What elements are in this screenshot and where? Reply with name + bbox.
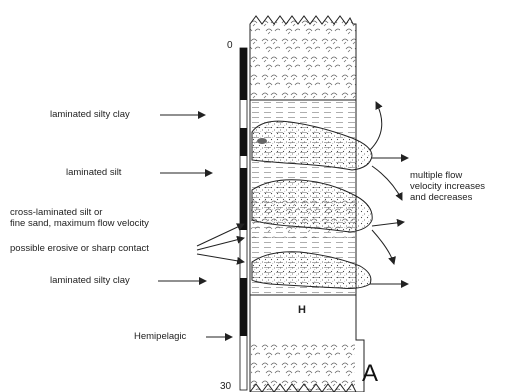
erosive-contact-label: possible erosive or sharp contact	[10, 243, 149, 254]
label-arrows	[158, 115, 244, 337]
unit-h-label: H	[298, 304, 306, 316]
flow-label-line3: and decreases	[410, 192, 472, 203]
panel-letter: A	[362, 360, 378, 388]
laminated-silt-label: laminated silt	[66, 167, 121, 178]
cross-laminated-label-line2: fine sand, maximum flow velocity	[10, 218, 149, 229]
laminated-silty-clay-label-2: laminated silty clay	[50, 275, 130, 286]
flow-label-line1: multiple flow	[410, 170, 462, 181]
scale-bottom-label: 30	[220, 381, 231, 392]
hemipelagic-label: Hemipelagic	[134, 331, 186, 342]
scale-bar	[240, 48, 247, 390]
cross-laminated-label-line1: cross-laminated silt or	[10, 207, 102, 218]
laminated-silty-clay-label: laminated silty clay	[50, 109, 130, 120]
scale-top-label: 0	[227, 40, 233, 51]
sand-lenses	[252, 121, 372, 288]
flow-label-line2: velocity increases	[410, 181, 485, 192]
flow-arrows	[370, 102, 408, 284]
